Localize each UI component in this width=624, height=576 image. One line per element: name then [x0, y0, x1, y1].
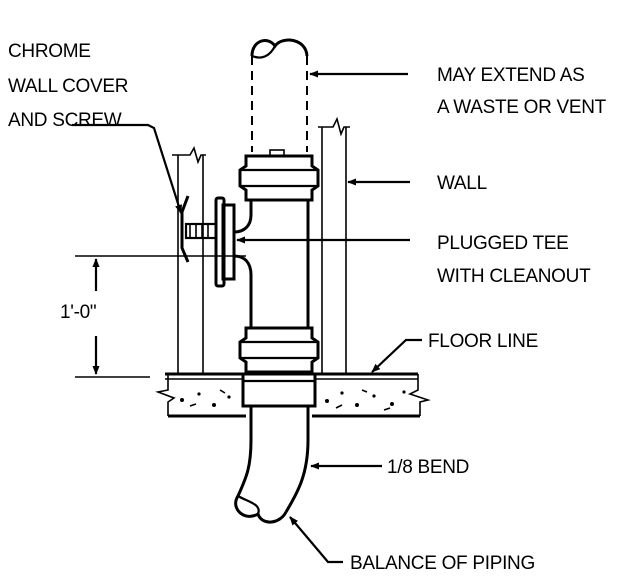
eighth-bend	[234, 406, 310, 524]
upper-coupling	[238, 149, 320, 202]
label-bend: 1/8 BEND	[387, 457, 470, 478]
label-dimension: 1'-0"	[60, 302, 97, 323]
lower-coupling	[238, 326, 320, 374]
label-balance: BALANCE OF PIPING	[350, 553, 535, 574]
wall-right	[318, 116, 350, 374]
label-extend-line2: A WASTE OR VENT	[437, 97, 606, 118]
wall-left	[172, 145, 206, 374]
label-chrome-line1: CHROME	[8, 41, 91, 62]
label-tee-line2: WITH CLEANOUT	[437, 266, 591, 287]
floor-hub	[241, 372, 317, 408]
upper-pipe-dashed	[250, 38, 309, 152]
label-chrome-line2: WALL COVER	[8, 76, 129, 97]
label-tee-line1: PLUGGED TEE	[437, 233, 569, 254]
label-chrome-line3: AND SCREW	[8, 110, 122, 131]
leader-chrome	[72, 123, 183, 214]
leader-floor	[371, 338, 422, 373]
dimension-1ft	[75, 255, 246, 378]
chrome-wall-cover	[180, 195, 190, 263]
tee-body	[184, 196, 310, 328]
label-wall: WALL	[437, 173, 487, 194]
leader-balance	[289, 516, 343, 564]
label-floor-line: FLOOR LINE	[428, 331, 538, 352]
label-extend-line1: MAY EXTEND AS	[437, 65, 585, 86]
